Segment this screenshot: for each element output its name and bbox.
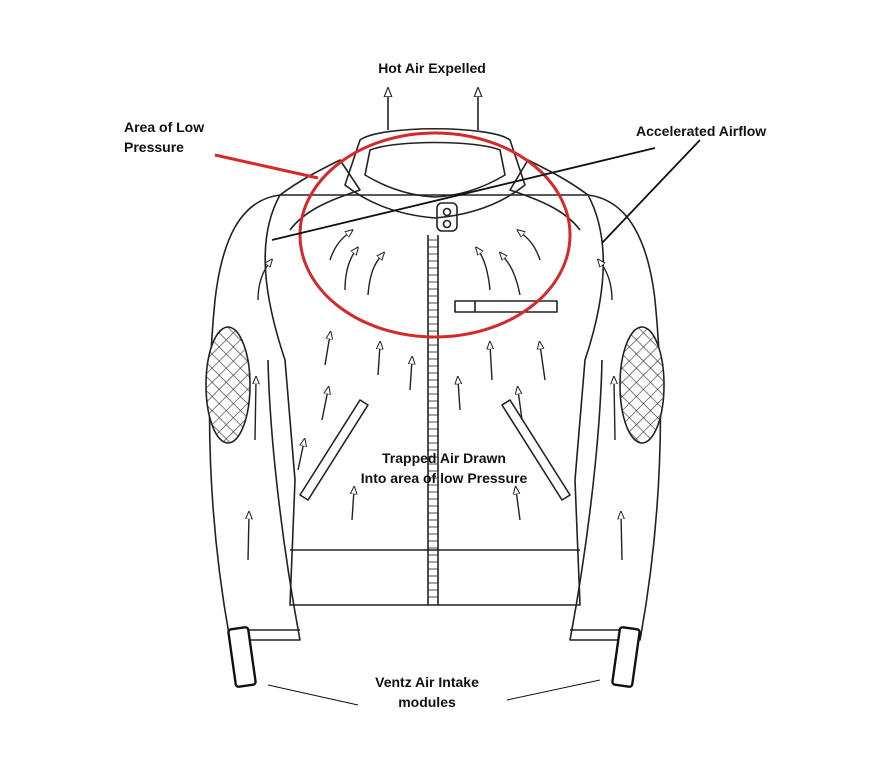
airflow-arrows xyxy=(297,232,546,521)
label-accelerated-airflow: Accelerated Airflow xyxy=(636,123,767,139)
sleeve-arrows xyxy=(248,262,622,561)
ventz-pointer-lines xyxy=(267,679,601,706)
jacket-outline xyxy=(208,128,662,641)
label-hot-air-expelled: Hot Air Expelled xyxy=(378,60,486,76)
right-elbow-pad xyxy=(619,326,665,444)
zipper-teeth xyxy=(428,239,438,598)
ventz-intake-modules xyxy=(227,626,641,688)
left-elbow-pad xyxy=(205,326,251,444)
pointer-lines xyxy=(271,139,701,244)
low-pressure-highlight xyxy=(214,131,572,339)
hot-air-arrows xyxy=(388,92,478,130)
